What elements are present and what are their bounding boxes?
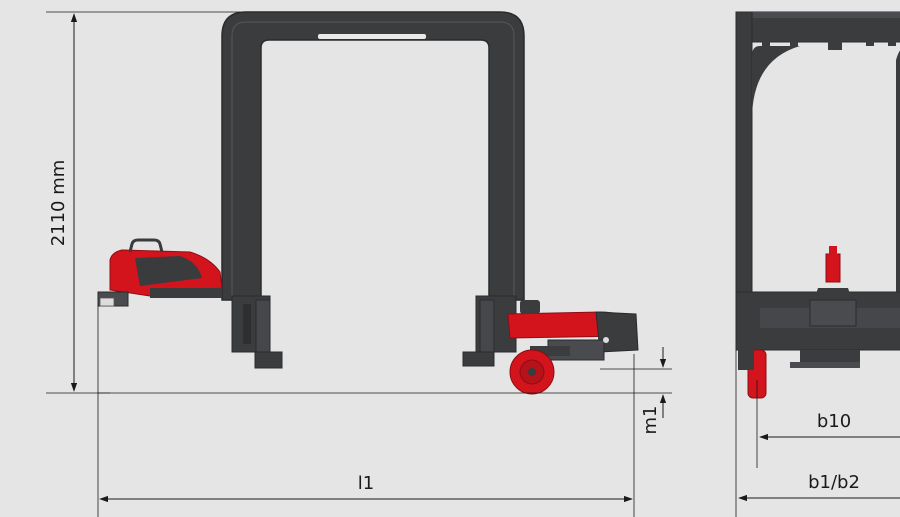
inner-width-dimension: b10 bbox=[756, 380, 900, 468]
handle-icon bbox=[128, 238, 164, 253]
top-slot bbox=[318, 34, 426, 39]
left-leg-base bbox=[231, 295, 283, 369]
right-drive-unit bbox=[507, 300, 639, 395]
height-dimension: 2110 mm bbox=[46, 11, 240, 394]
overall-width-label: b1/b2 bbox=[808, 472, 860, 493]
front-view: b10 b1/b2 bbox=[735, 11, 900, 517]
length-label: l1 bbox=[358, 473, 374, 494]
gantry-frame bbox=[221, 11, 525, 301]
inner-width-label: b10 bbox=[817, 411, 851, 432]
overall-width-dimension: b1/b2 bbox=[735, 350, 900, 517]
left-drive-unit bbox=[97, 238, 223, 307]
wheel-icon bbox=[509, 349, 555, 395]
right-leg-base bbox=[462, 295, 517, 367]
clearance-label: m1 bbox=[640, 406, 661, 435]
clearance-dimension: m1 bbox=[600, 347, 672, 435]
side-view: 2110 mm m1 l1 bbox=[46, 11, 672, 517]
length-dimension: l1 bbox=[97, 306, 635, 517]
height-label: 2110 mm bbox=[48, 160, 69, 247]
